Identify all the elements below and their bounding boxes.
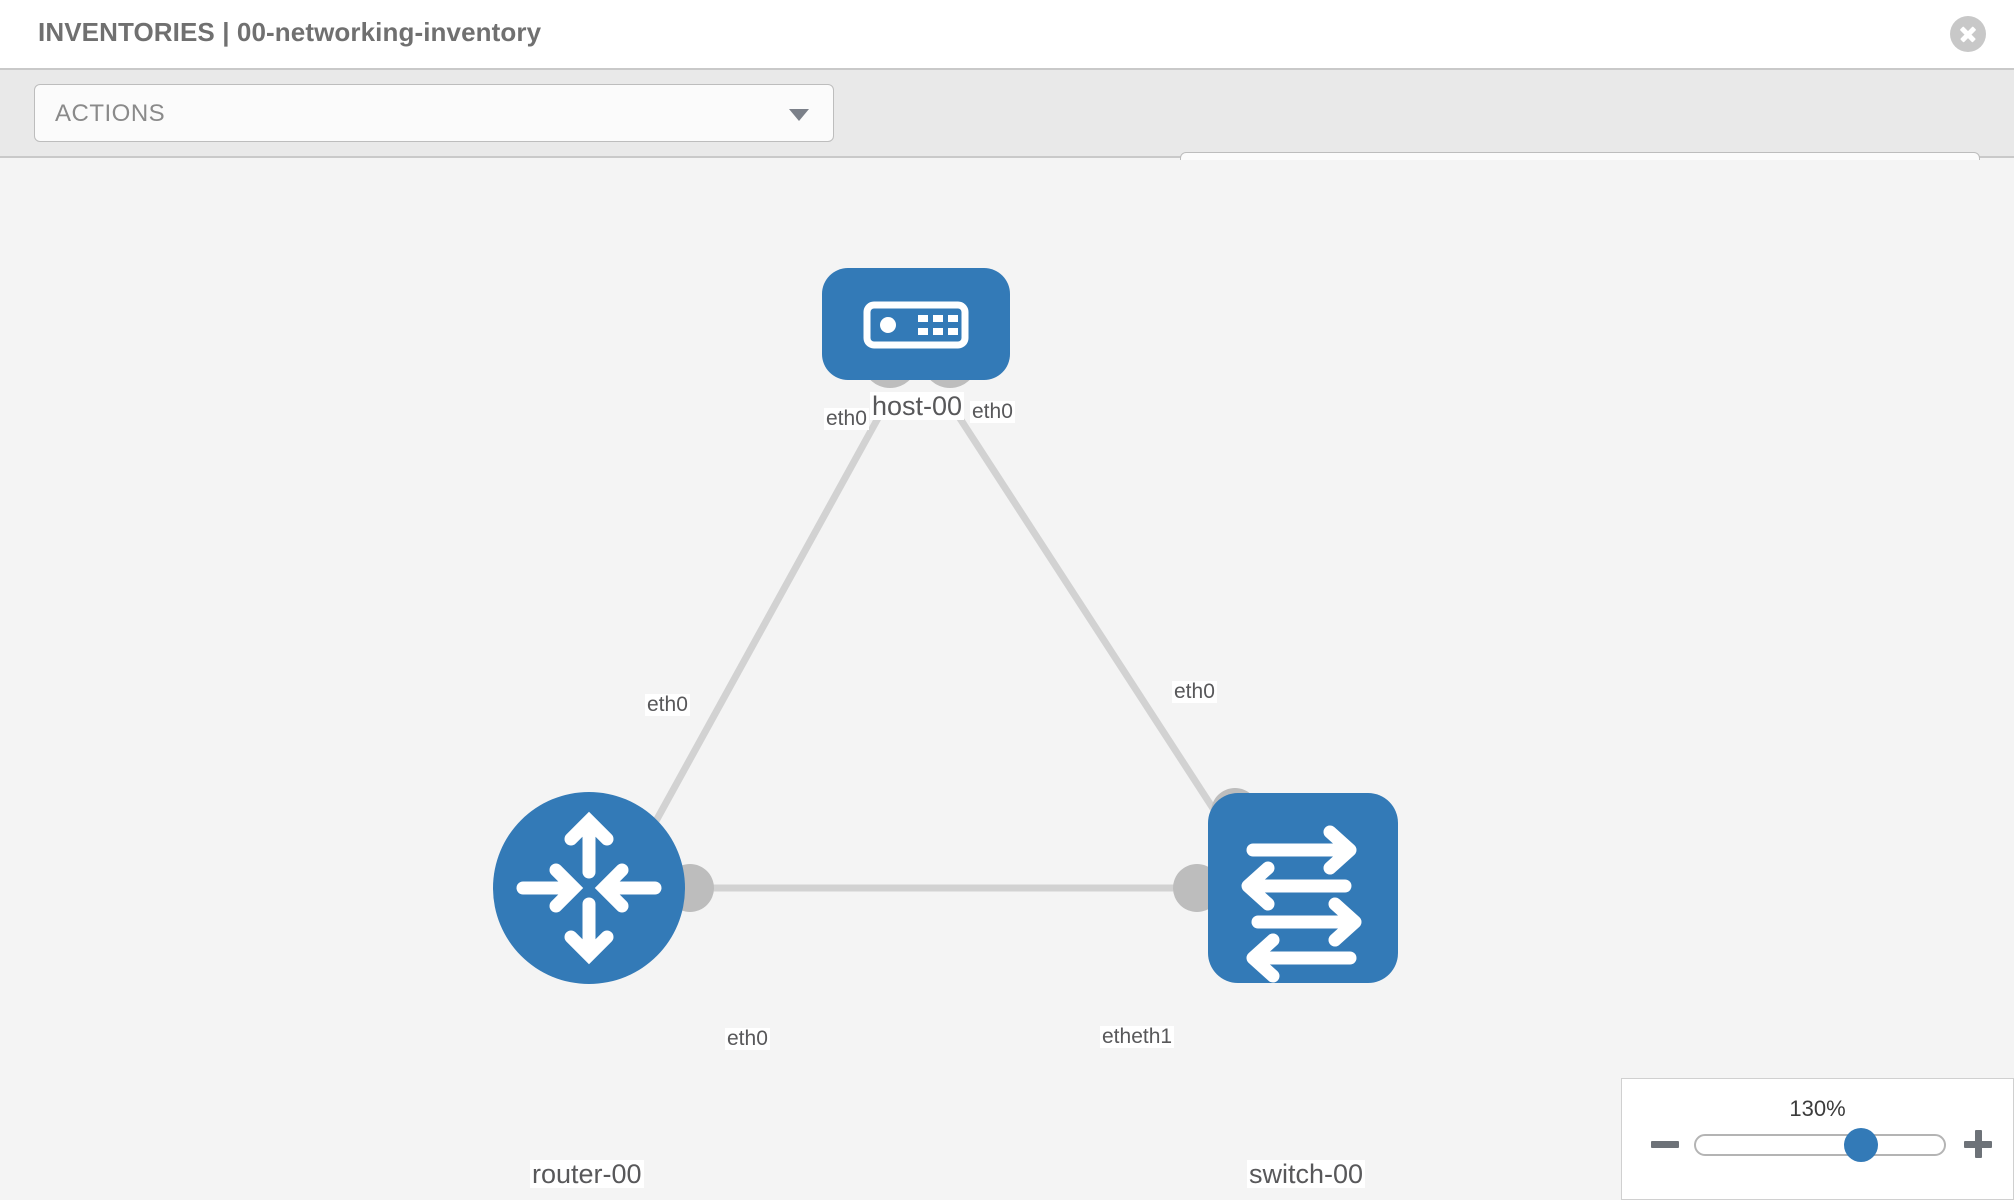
switch-arrows-icon [1241, 825, 1362, 983]
node-label-host: host-00 [870, 391, 965, 421]
node-label-switch: switch-00 [1247, 1159, 1366, 1189]
zoom-slider-thumb[interactable] [1844, 1128, 1878, 1162]
iface-label-host-right: eth0 [970, 400, 1015, 424]
page-title: INVENTORIES | 00-networking-inventory [38, 17, 542, 47]
zoom-slider[interactable] [1694, 1134, 1946, 1156]
close-icon[interactable] [1950, 16, 1986, 52]
chevron-down-icon [789, 109, 809, 121]
topology-graph [493, 268, 1398, 984]
iface-label-router-right: eth0 [725, 1027, 770, 1051]
topology-canvas[interactable]: host-00 router-00 switch-00 eth0 eth0 et… [0, 160, 2014, 1200]
actions-dropdown[interactable]: ACTIONS [34, 84, 834, 142]
iface-label-switch-up: eth0 [1172, 680, 1217, 704]
server-device-icon [863, 301, 969, 349]
actions-dropdown-label: ACTIONS [55, 100, 166, 127]
zoom-percent-label: 130% [1789, 1096, 1846, 1121]
iface-label-host-left: eth0 [824, 407, 869, 431]
zoom-control-panel: 130% [1621, 1078, 2014, 1200]
node-switch-00 [1208, 793, 1398, 983]
iface-label-switch-left: etheth1 [1100, 1025, 1175, 1049]
plus-icon[interactable] [1961, 1127, 1995, 1161]
node-router-00 [493, 792, 685, 984]
link-host-switch [945, 398, 1243, 852]
toolbar: ACTIONS SEARCH [0, 68, 2014, 210]
page-header: INVENTORIES | 00-networking-inventory [0, 0, 2014, 68]
node-host-00 [822, 268, 1010, 380]
iface-label-router-up: eth0 [645, 693, 690, 717]
four-way-arrows-icon [516, 811, 662, 965]
minus-icon[interactable] [1648, 1127, 1682, 1161]
link-host-router [636, 398, 892, 852]
node-label-router: router-00 [530, 1159, 644, 1189]
graph-links [636, 398, 1243, 892]
